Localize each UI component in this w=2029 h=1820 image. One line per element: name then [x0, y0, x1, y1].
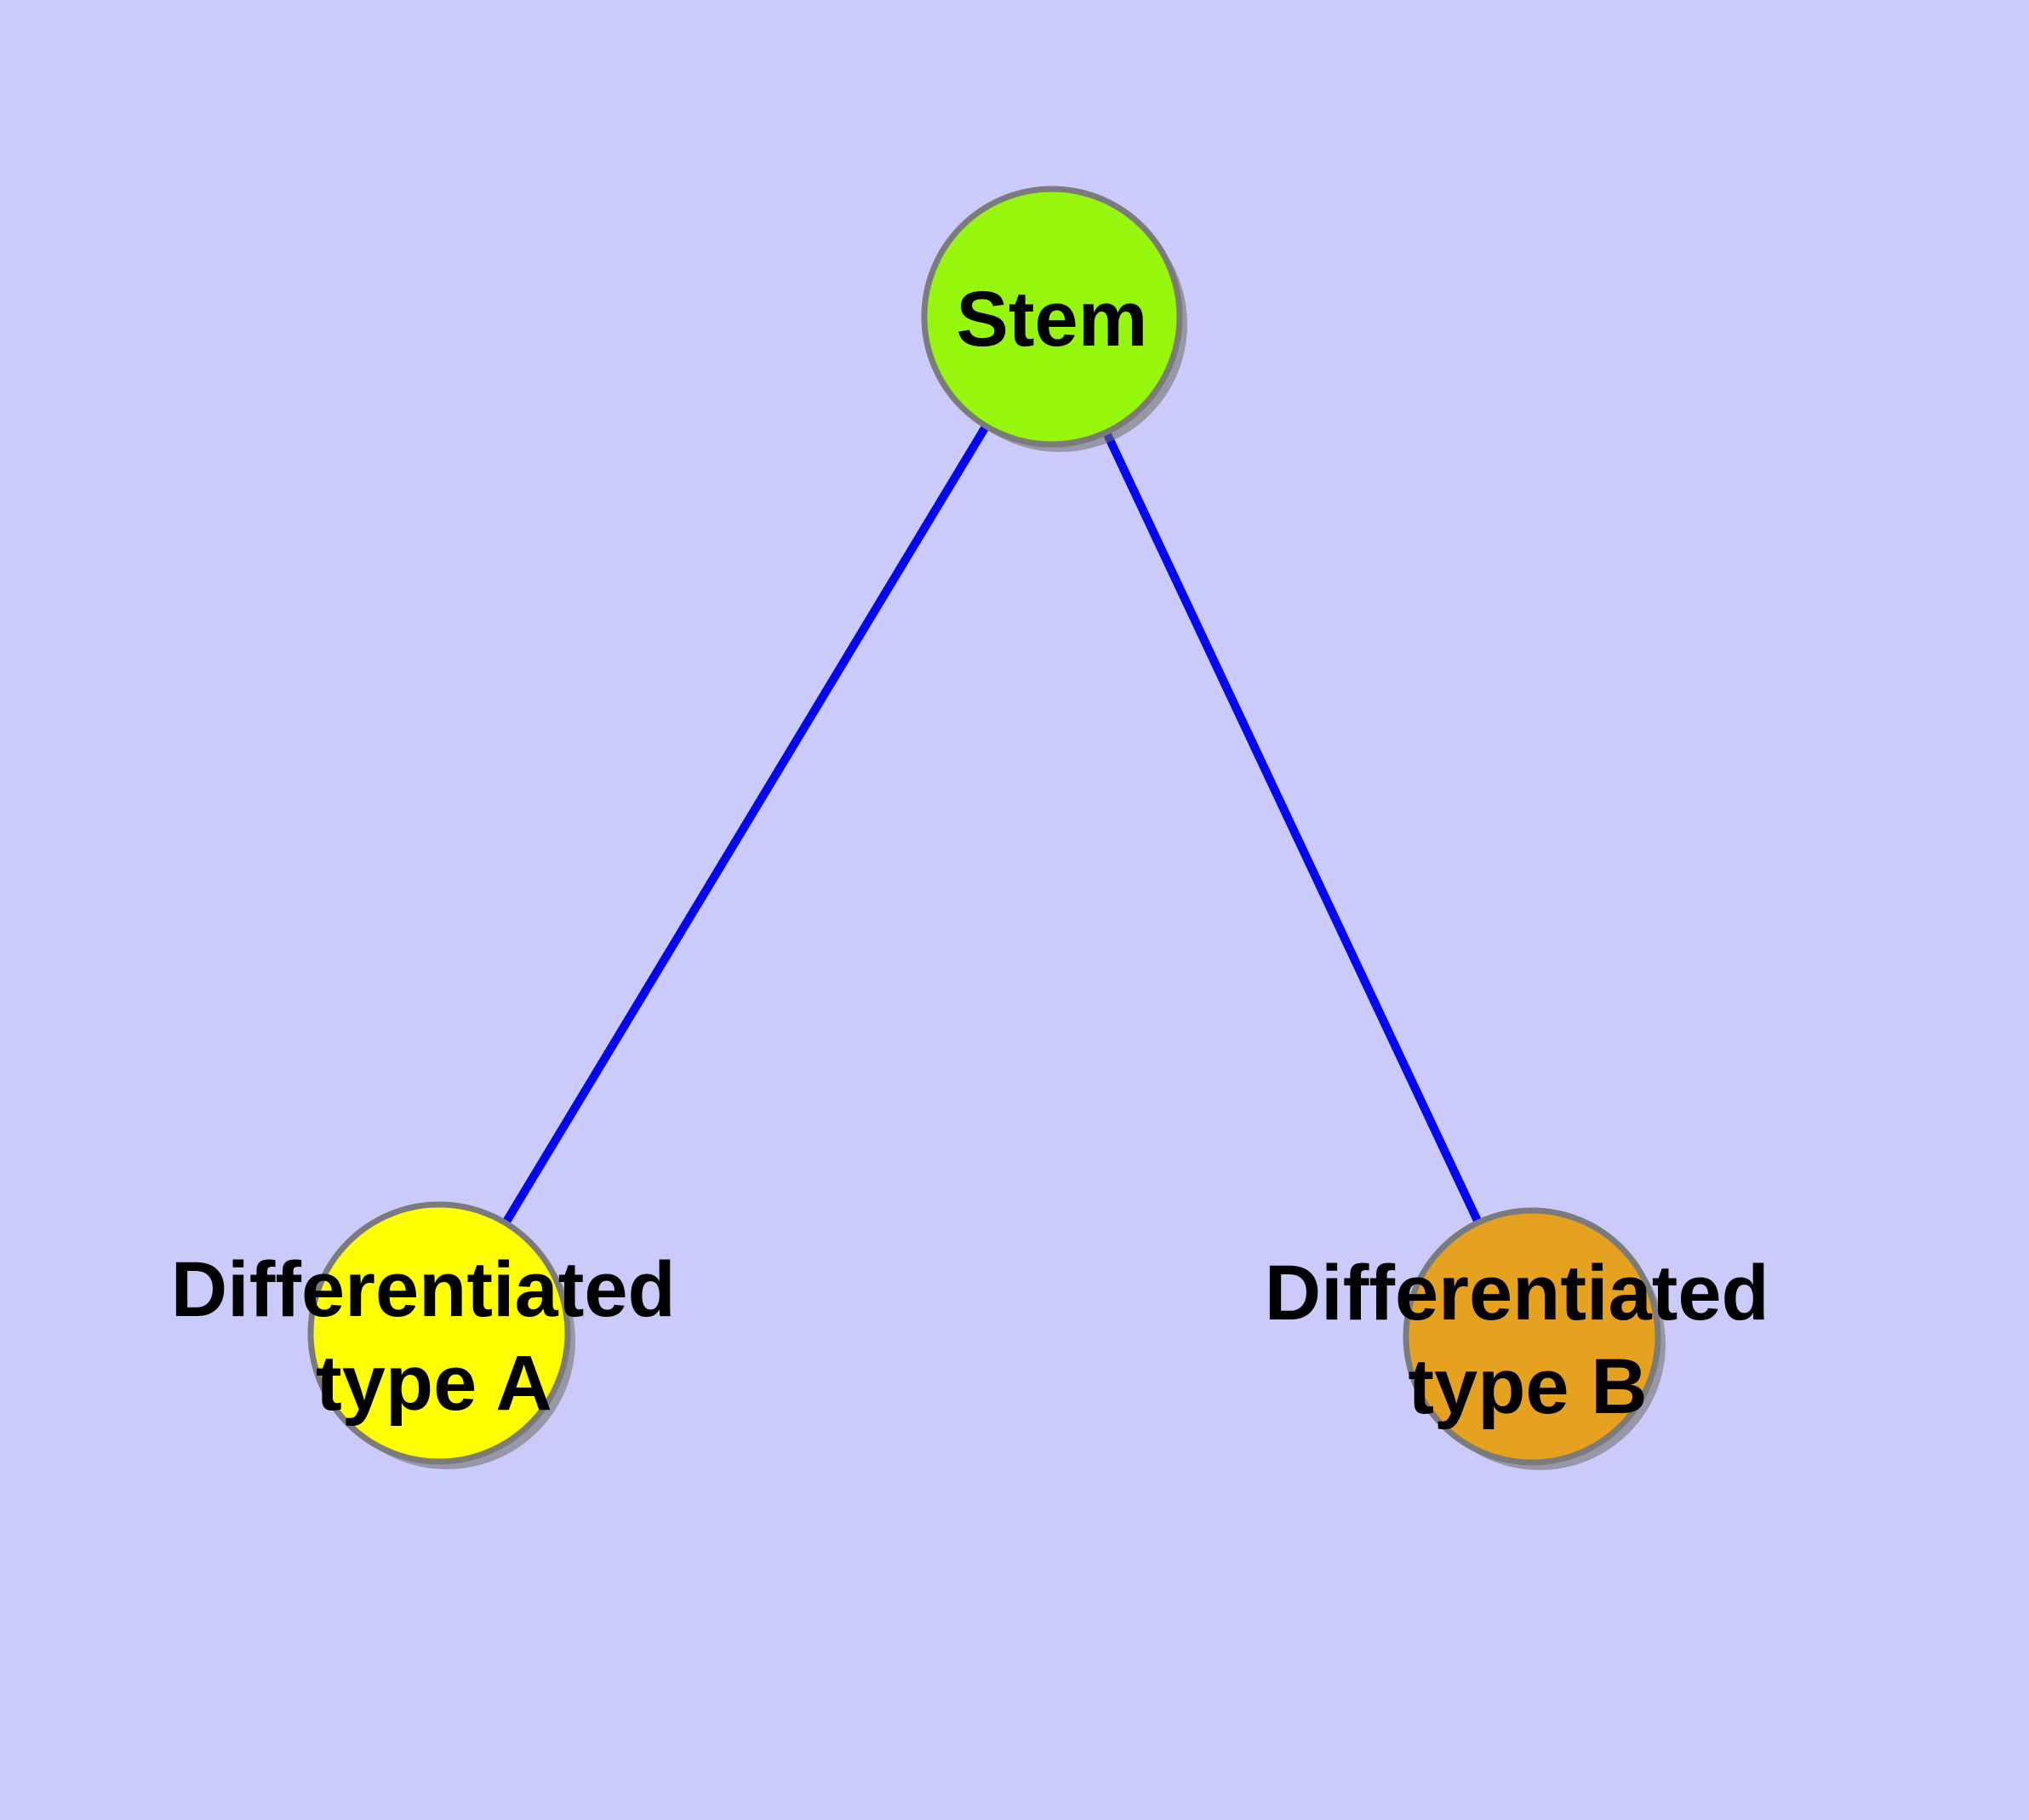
type-b-node: [1403, 1207, 1661, 1466]
type-b-label-line1: Differentiated: [1265, 1250, 1769, 1336]
type-a-label-line2: type A: [316, 1340, 552, 1427]
edge-stem-to-type-a: [435, 312, 1056, 1337]
edge-stem-to-type-b: [1048, 312, 1536, 1341]
type-a-node-label: Differentiated type A: [171, 1246, 698, 1427]
type-a-label-line1: Differentiated: [171, 1246, 676, 1333]
stem-node: [921, 186, 1183, 448]
type-a-node: [307, 1201, 571, 1465]
stem-node-label: Stem: [957, 276, 1148, 363]
type-b-node-label: Differentiated type B: [1265, 1250, 1792, 1430]
type-b-label-line2: type B: [1408, 1343, 1647, 1430]
